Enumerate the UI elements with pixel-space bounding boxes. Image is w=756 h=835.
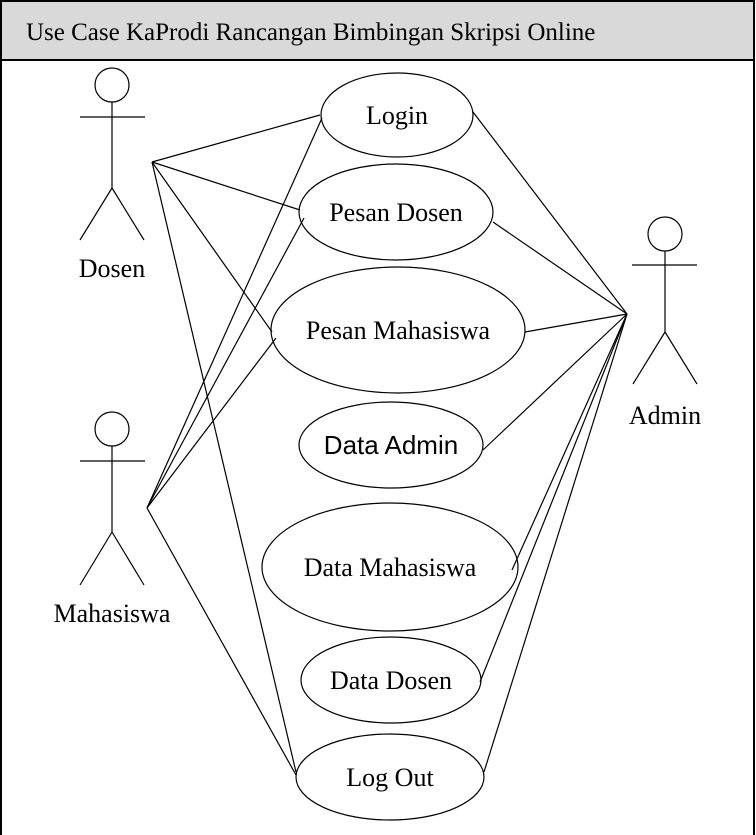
use-case-pesan-dosen-label: Pesan Dosen bbox=[329, 198, 463, 227]
assoc-admin-login bbox=[472, 111, 628, 315]
assoc-mahasiswa-log-out bbox=[146, 507, 297, 776]
use-case-pesan-mahasiswa-label: Pesan Mahasiswa bbox=[306, 316, 491, 345]
use-case-pesan-dosen: Pesan Dosen bbox=[298, 163, 494, 261]
actor-dosen-left-leg bbox=[79, 187, 113, 241]
actor-dosen-right-leg bbox=[111, 187, 145, 241]
assoc-admin-data-mahasiswa bbox=[511, 313, 628, 571]
assoc-admin-log-out bbox=[483, 313, 628, 773]
assoc-mahasiswa-pesan-mahasiswa bbox=[146, 337, 277, 509]
use-case-data-dosen-ellipse bbox=[300, 636, 482, 724]
use-case-pesan-mahasiswa-ellipse bbox=[270, 266, 526, 394]
actor-dosen-label: Dosen bbox=[79, 254, 145, 283]
actor-mahasiswa-left-leg bbox=[79, 531, 113, 586]
use-case-data-dosen-label: Data Dosen bbox=[330, 666, 452, 695]
actor-admin-head bbox=[647, 216, 683, 252]
assoc-admin-pesan-mahasiswa bbox=[524, 313, 628, 333]
actor-dosen: Dosen bbox=[79, 67, 145, 283]
actor-mahasiswa-right-leg bbox=[111, 531, 145, 586]
assoc-admin-data-admin bbox=[482, 313, 628, 451]
diagram-title: Use Case KaProdi Rancangan Bimbingan Skr… bbox=[26, 19, 595, 46]
use-case-data-dosen: Data Dosen bbox=[300, 636, 482, 724]
assoc-mahasiswa-login bbox=[146, 117, 323, 509]
associations bbox=[146, 111, 628, 776]
use-case-pesan-mahasiswa: Pesan Mahasiswa bbox=[270, 266, 526, 394]
use-case-data-admin-label: Data Admin bbox=[324, 430, 458, 460]
actor-admin-right-leg bbox=[664, 331, 698, 385]
assoc-dosen-log-out bbox=[151, 161, 297, 773]
use-case-login-ellipse bbox=[320, 72, 474, 158]
actor-admin-label: Admin bbox=[629, 401, 701, 430]
use-case-data-admin: Data Admin bbox=[298, 401, 484, 489]
assoc-admin-pesan-dosen bbox=[492, 221, 628, 315]
use-case-log-out-ellipse bbox=[295, 733, 485, 821]
use-case-pesan-dosen-ellipse bbox=[298, 163, 494, 261]
use-case-login: Login bbox=[320, 72, 474, 158]
actor-mahasiswa: Mahasiswa bbox=[54, 411, 171, 628]
use-case-data-admin-ellipse bbox=[298, 401, 484, 489]
assoc-dosen-pesan-mahasiswa bbox=[151, 161, 273, 333]
actor-mahasiswa-label: Mahasiswa bbox=[54, 599, 171, 628]
use-case-log-out: Log Out bbox=[295, 733, 485, 821]
actor-admin-left-leg bbox=[632, 331, 666, 385]
use-case-data-mahasiswa-label: Data Mahasiswa bbox=[304, 553, 477, 582]
actor-mahasiswa-head bbox=[94, 411, 130, 447]
use-case-login-label: Login bbox=[366, 101, 428, 130]
use-case-data-mahasiswa-ellipse bbox=[261, 502, 519, 632]
actor-dosen-head bbox=[94, 67, 130, 103]
assoc-dosen-login bbox=[151, 114, 321, 163]
actor-admin: Admin bbox=[629, 216, 701, 430]
assoc-mahasiswa-pesan-dosen bbox=[146, 217, 305, 509]
assoc-admin-data-dosen bbox=[479, 313, 628, 683]
use-case-log-out-label: Log Out bbox=[346, 763, 434, 792]
title-bar bbox=[0, 0, 755, 60]
assoc-dosen-pesan-dosen bbox=[151, 161, 301, 211]
use-case-data-mahasiswa: Data Mahasiswa bbox=[261, 502, 519, 632]
